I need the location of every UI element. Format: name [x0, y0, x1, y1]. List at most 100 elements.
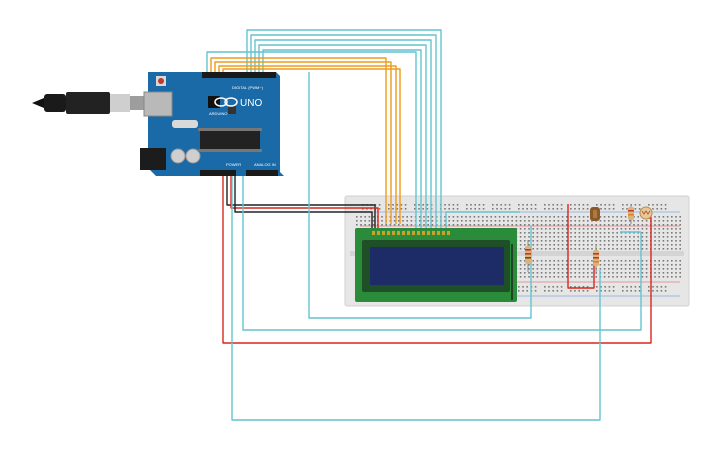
- breadboard-hole[interactable]: [504, 204, 507, 206]
- breadboard-hole[interactable]: [616, 224, 618, 226]
- breadboard-hole[interactable]: [503, 224, 505, 226]
- breadboard-hole[interactable]: [662, 276, 665, 278]
- breadboard-hole[interactable]: [532, 260, 534, 262]
- breadboard-hole[interactable]: [656, 286, 658, 288]
- breadboard-hole[interactable]: [532, 228, 534, 230]
- breadboard-hole[interactable]: [582, 260, 585, 262]
- breadboard-hole[interactable]: [629, 240, 631, 242]
- breadboard-hole[interactable]: [574, 220, 576, 222]
- breadboard-hole[interactable]: [596, 204, 598, 206]
- breadboard-hole[interactable]: [666, 236, 669, 238]
- lcd-16x2-display[interactable]: [355, 228, 517, 302]
- breadboard-hole[interactable]: [662, 248, 665, 250]
- breadboard-hole[interactable]: [629, 264, 631, 266]
- breadboard-hole[interactable]: [633, 268, 635, 270]
- breadboard-hole[interactable]: [582, 224, 585, 226]
- wire-ground-2[interactable]: [234, 176, 373, 228]
- lcd-pin[interactable]: [427, 231, 430, 235]
- breadboard-hole[interactable]: [604, 286, 606, 288]
- breadboard-hole[interactable]: [679, 260, 681, 262]
- breadboard-hole[interactable]: [666, 264, 669, 266]
- breadboard-hole[interactable]: [368, 216, 371, 218]
- breadboard-hole[interactable]: [654, 216, 656, 218]
- breadboard-hole[interactable]: [654, 272, 656, 274]
- breadboard-hole[interactable]: [620, 248, 623, 250]
- breadboard-hole[interactable]: [654, 232, 656, 234]
- breadboard-hole[interactable]: [528, 216, 530, 218]
- breadboard-hole[interactable]: [574, 286, 576, 288]
- breadboard-hole[interactable]: [654, 248, 656, 250]
- breadboard-hole[interactable]: [616, 248, 618, 250]
- breadboard-hole[interactable]: [536, 260, 539, 262]
- breadboard-hole[interactable]: [612, 260, 614, 262]
- breadboard-hole[interactable]: [595, 244, 597, 246]
- breadboard-hole[interactable]: [518, 286, 520, 288]
- breadboard-hole[interactable]: [599, 264, 602, 266]
- breadboard-hole[interactable]: [534, 290, 537, 292]
- breadboard-hole[interactable]: [561, 276, 564, 278]
- breadboard-hole[interactable]: [679, 268, 681, 270]
- breadboard-hole[interactable]: [671, 272, 673, 274]
- breadboard-hole[interactable]: [540, 264, 543, 266]
- breadboard-hole[interactable]: [624, 244, 627, 246]
- breadboard-hole[interactable]: [595, 228, 597, 230]
- breadboard-hole[interactable]: [556, 286, 559, 288]
- breadboard-hole[interactable]: [426, 208, 429, 210]
- breadboard-hole[interactable]: [545, 260, 547, 262]
- breadboard-hole[interactable]: [470, 208, 472, 210]
- breadboard-hole[interactable]: [600, 290, 602, 292]
- breadboard-hole[interactable]: [582, 220, 585, 222]
- breadboard-hole[interactable]: [410, 220, 413, 222]
- breadboard-hole[interactable]: [664, 290, 667, 292]
- breadboard-hole[interactable]: [626, 204, 628, 206]
- breadboard-hole[interactable]: [633, 260, 635, 262]
- breadboard-hole[interactable]: [637, 260, 639, 262]
- breadboard-hole[interactable]: [526, 286, 528, 288]
- breadboard-hole[interactable]: [582, 240, 585, 242]
- breadboard-hole[interactable]: [494, 224, 497, 226]
- breadboard-hole[interactable]: [368, 220, 371, 222]
- breadboard-hole[interactable]: [477, 220, 480, 222]
- lcd-pin[interactable]: [402, 231, 405, 235]
- breadboard-hole[interactable]: [662, 232, 665, 234]
- lcd-pin[interactable]: [372, 231, 375, 235]
- breadboard-hole[interactable]: [637, 236, 639, 238]
- breadboard-hole[interactable]: [515, 216, 518, 218]
- breadboard-hole[interactable]: [626, 208, 628, 210]
- breadboard-hole[interactable]: [561, 216, 564, 218]
- breadboard-hole[interactable]: [578, 236, 581, 238]
- breadboard-hole[interactable]: [620, 276, 623, 278]
- breadboard-hole[interactable]: [603, 268, 606, 270]
- breadboard-hole[interactable]: [660, 204, 663, 206]
- breadboard-hole[interactable]: [620, 232, 623, 234]
- breadboard-hole[interactable]: [557, 276, 560, 278]
- breadboard-hole[interactable]: [532, 224, 534, 226]
- breadboard-hole[interactable]: [629, 276, 631, 278]
- breadboard-hole[interactable]: [553, 220, 555, 222]
- breadboard-hole[interactable]: [419, 216, 421, 218]
- breadboard-hole[interactable]: [356, 216, 358, 218]
- breadboard-hole[interactable]: [381, 216, 383, 218]
- breadboard-hole[interactable]: [574, 260, 576, 262]
- wire-signal-rs[interactable]: [308, 72, 532, 319]
- breadboard-hole[interactable]: [404, 208, 407, 210]
- breadboard-hole[interactable]: [548, 290, 550, 292]
- lcd-pin[interactable]: [422, 231, 425, 235]
- breadboard-hole[interactable]: [549, 236, 551, 238]
- breadboard-hole[interactable]: [671, 276, 673, 278]
- breadboard-hole[interactable]: [616, 260, 618, 262]
- breadboard-hole[interactable]: [578, 260, 581, 262]
- breadboard-hole[interactable]: [574, 240, 576, 242]
- breadboard-hole[interactable]: [528, 220, 530, 222]
- breadboard-hole[interactable]: [656, 208, 658, 210]
- breadboard-hole[interactable]: [666, 220, 669, 222]
- breadboard-hole[interactable]: [603, 232, 606, 234]
- breadboard-hole[interactable]: [536, 268, 539, 270]
- breadboard-hole[interactable]: [596, 290, 598, 292]
- breadboard-hole[interactable]: [540, 240, 543, 242]
- breadboard-hole[interactable]: [540, 260, 543, 262]
- breadboard-hole[interactable]: [378, 204, 381, 206]
- breadboard-hole[interactable]: [385, 224, 387, 226]
- breadboard-hole[interactable]: [466, 204, 468, 206]
